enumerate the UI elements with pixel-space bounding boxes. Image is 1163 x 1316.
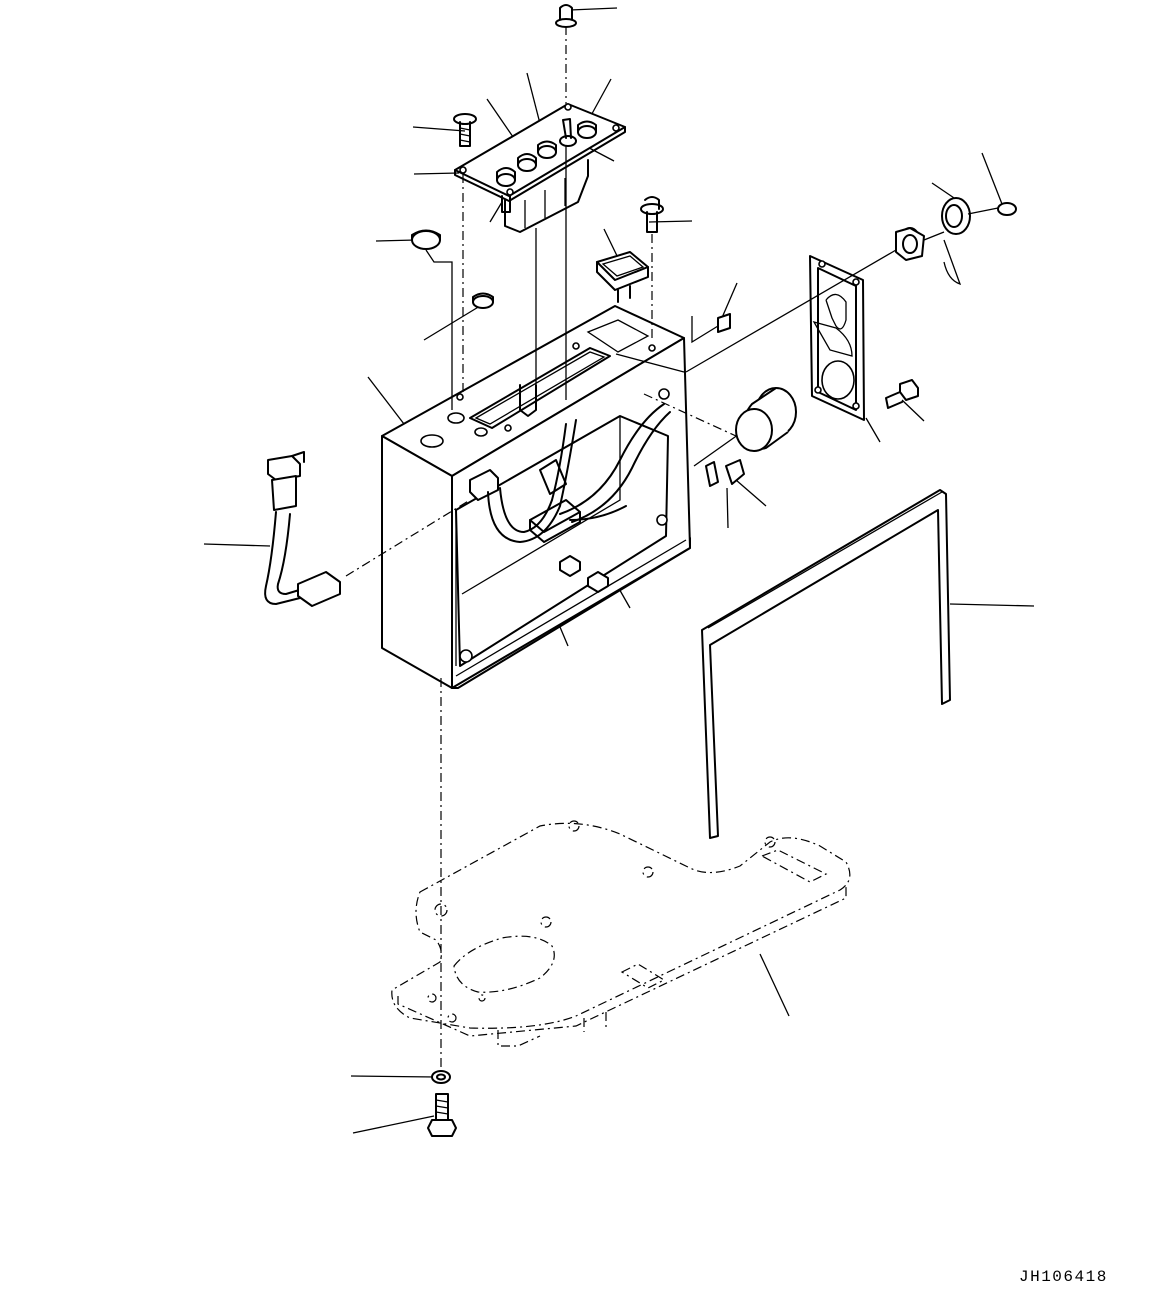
leader-line-12 xyxy=(367,376,405,425)
knob-icon xyxy=(555,4,577,28)
plate-icon xyxy=(391,820,851,1047)
side-plate-icon xyxy=(809,255,865,421)
leader-line-8 xyxy=(489,201,503,223)
leader-line-10 xyxy=(375,239,417,242)
connector-icon xyxy=(596,251,649,303)
washer-icon xyxy=(431,1070,451,1084)
label-icon xyxy=(717,313,731,333)
gauge-icon xyxy=(735,387,797,452)
bolt-icon xyxy=(885,379,919,409)
leader-line-7 xyxy=(413,172,460,175)
leader-line-15 xyxy=(203,543,271,547)
cable-icon xyxy=(264,451,341,607)
leader-line-24 xyxy=(981,152,1003,205)
switch-plate-icon xyxy=(454,103,626,233)
drawing-id: JH106418 xyxy=(1019,1268,1108,1286)
clip-icon xyxy=(705,459,745,487)
leader-line-21 xyxy=(865,417,881,443)
bolt-icon xyxy=(427,1093,457,1137)
leader-line-20 xyxy=(735,479,767,507)
assembly-lines xyxy=(345,26,999,1070)
cap-icon xyxy=(411,229,494,309)
socket-icon xyxy=(895,197,1017,286)
box-icon xyxy=(381,305,691,689)
leader-line-28 xyxy=(352,1115,435,1134)
leader-line-22 xyxy=(901,399,925,422)
bolt-icon xyxy=(640,196,664,233)
wiring-icon xyxy=(487,384,671,543)
leader-line-14 xyxy=(720,282,738,321)
leader-line-1 xyxy=(569,7,618,11)
leader-line-26 xyxy=(759,953,790,1017)
seal-icon xyxy=(701,489,951,839)
leader-line-19 xyxy=(726,487,729,529)
leader-line-25 xyxy=(949,603,1035,607)
leader-line-9 xyxy=(648,220,693,223)
screw-icon xyxy=(453,113,477,147)
leader-line-2 xyxy=(412,126,466,132)
leader-line-27 xyxy=(350,1075,437,1078)
leader-line-18 xyxy=(693,431,743,467)
